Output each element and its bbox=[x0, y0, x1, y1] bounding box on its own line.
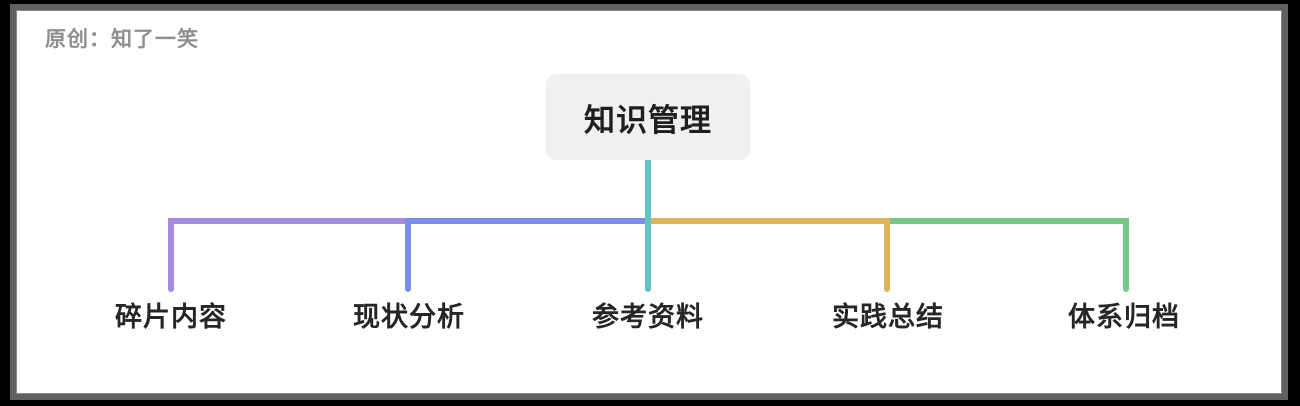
watermark-author-label: 原创：知了一笑 bbox=[45, 28, 199, 51]
branch-connector-vertical-1 bbox=[168, 218, 174, 292]
branch-node-label-1: 碎片内容 bbox=[115, 302, 227, 332]
branch-connector-horizontal-4 bbox=[645, 218, 890, 224]
branch-node-label-5: 体系归档 bbox=[1068, 302, 1180, 332]
branch-node-label-4: 实践总结 bbox=[832, 302, 944, 332]
branch-connector-horizontal-5 bbox=[884, 218, 1129, 224]
branch-connector-vertical-4 bbox=[884, 218, 890, 292]
root-node-label: 知识管理 bbox=[584, 102, 712, 138]
branch-node-label-3: 参考资料 bbox=[592, 302, 704, 332]
root-node: 知识管理 bbox=[546, 74, 750, 160]
trunk-connector-line bbox=[645, 158, 651, 292]
branch-connector-horizontal-2 bbox=[408, 218, 651, 224]
branch-connector-vertical-5 bbox=[1123, 218, 1129, 292]
branch-connector-horizontal-1 bbox=[168, 218, 414, 224]
branch-node-label-2: 现状分析 bbox=[353, 302, 465, 332]
branch-connector-vertical-2 bbox=[405, 218, 411, 292]
